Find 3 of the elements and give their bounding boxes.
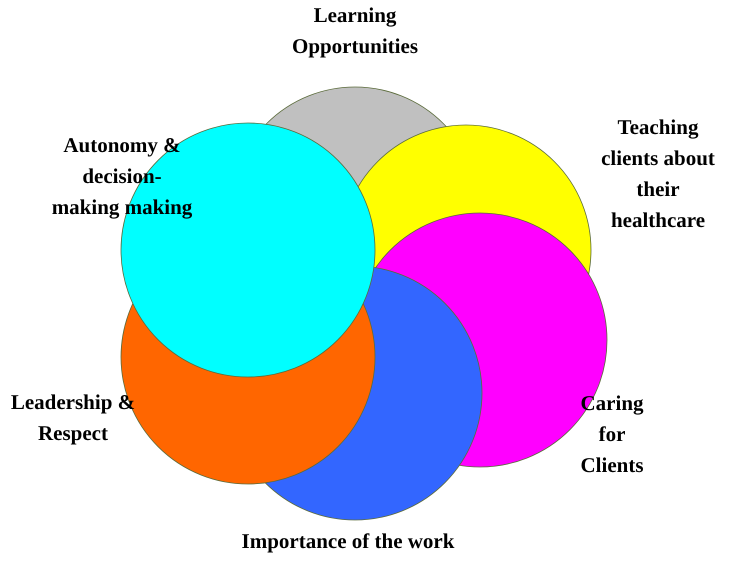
circle-label: Teaching clients about their healthcare <box>600 114 716 234</box>
circle-label: Importance of the work <box>240 528 456 555</box>
circle-label: Learning Opportunities <box>290 2 420 60</box>
